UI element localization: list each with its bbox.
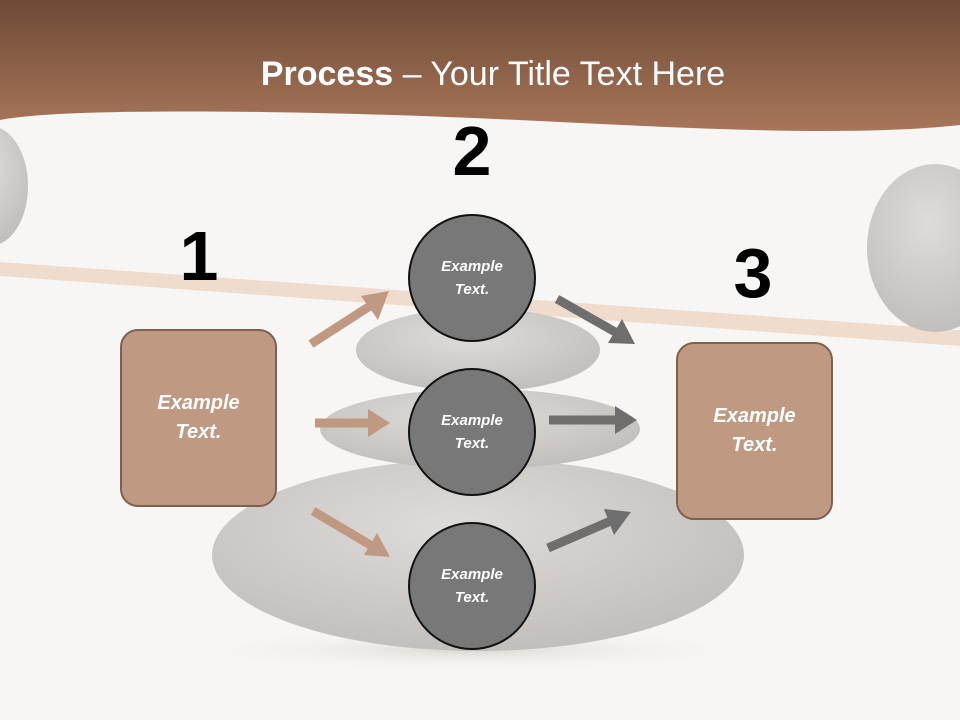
step-number-1: 1 <box>179 217 219 295</box>
background-stone-right <box>867 164 960 332</box>
background-stone-left <box>0 128 28 244</box>
step-2-circle-top-text: Example Text. <box>441 258 503 298</box>
step-2-circle-bottom-text: Example Text. <box>441 566 503 606</box>
step-2-circle-bottom: Example Text. <box>408 522 536 650</box>
header-band <box>0 0 960 132</box>
step-1-box-text: Example Text. <box>157 392 240 443</box>
step-number-2: 2 <box>452 112 492 190</box>
title-bold-part: Process <box>260 55 394 93</box>
step-3-box-text: Example Text. <box>713 405 796 456</box>
step-2-circle-top: Example Text. <box>408 214 536 342</box>
step-2-circle-middle: Example Text. <box>408 368 536 496</box>
title-rest-part: – Your Title Text Here <box>393 55 726 93</box>
slide-title: Process – Your Title Text Here <box>0 52 960 96</box>
step-number-3: 3 <box>733 234 773 312</box>
background-stone-top <box>356 308 600 392</box>
step-1-box: Example Text. <box>120 329 277 507</box>
step-3-box: Example Text. <box>676 342 833 520</box>
step-2-circle-middle-text: Example Text. <box>441 412 503 452</box>
